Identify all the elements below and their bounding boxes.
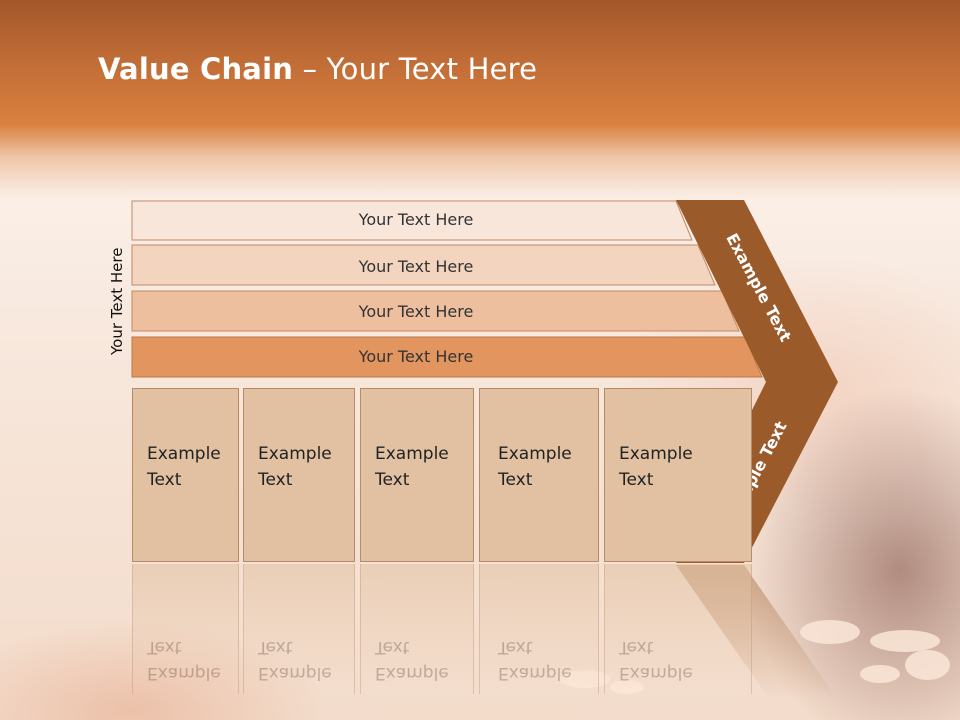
box-1-line-1: Example [147, 444, 221, 464]
box-3-line-1: Example [375, 444, 449, 464]
box-3-line-2: Text [375, 470, 410, 490]
title-bold: Value Chain [98, 52, 294, 86]
bar-1[interactable] [131, 200, 693, 241]
bar-3-label: Your Text Here [358, 302, 474, 321]
box-5-line-2: Text [619, 470, 654, 490]
box-1-line-2: Text [147, 470, 182, 490]
box-4-line-2: Text [498, 470, 533, 490]
bar-2[interactable] [131, 244, 716, 286]
bar-4-label: Your Text Here [358, 347, 474, 366]
bar-2-label: Your Text Here [358, 257, 474, 276]
box-5-line-1: Example [619, 444, 693, 464]
box-2-line-2: Text [258, 470, 293, 490]
slide-title: Value Chain – Your Text Here [98, 52, 537, 96]
title-rest: – Your Text Here [293, 52, 538, 86]
bar-4[interactable] [131, 336, 763, 378]
box-2-line-1: Example [258, 444, 332, 464]
bar-1-label: Your Text Here [358, 210, 474, 229]
box-4-line-1: Example [498, 444, 572, 464]
bar-3[interactable] [131, 290, 740, 332]
value-chain-arrow[interactable] [676, 200, 838, 563]
